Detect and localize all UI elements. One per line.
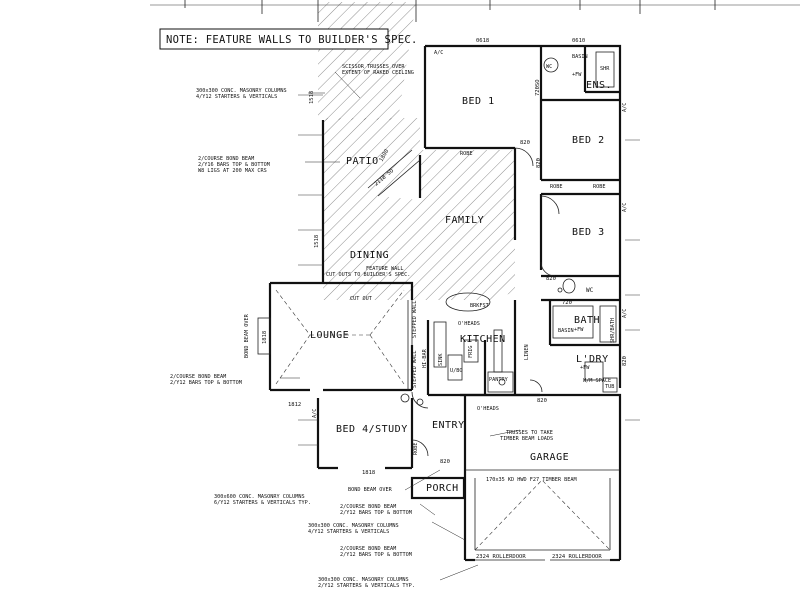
dim-720: 720	[562, 300, 572, 306]
door-swings	[400, 147, 560, 457]
lounge-roof-lines	[275, 289, 405, 385]
cut-out-label: CUT OUT	[350, 296, 372, 302]
callout-trusses: TRUSSES TO TAKE TIMBER BEAM LOADS	[500, 430, 556, 442]
room-bath: BATH	[574, 315, 600, 326]
callout-columns: 300x600 CONC. MASONRY COLUMNS 6/Y12 STAR…	[214, 494, 311, 506]
note-box	[159, 28, 389, 50]
room-ens: ENS.	[586, 80, 612, 91]
leader-lines	[280, 71, 521, 581]
ac-label: A/C	[312, 409, 318, 418]
shr-label: SHR	[600, 66, 610, 72]
callout-scissor-trusses: SCISSOR TRUSSES OVER EXTENT OF RAKED CEI…	[342, 64, 414, 76]
note-text: NOTE: FEATURE WALLS TO BUILDER'S SPEC.	[166, 34, 418, 46]
room-garage: GARAGE	[530, 452, 569, 463]
dim-820: 820	[622, 356, 628, 366]
raked-ceiling-hatching	[318, 2, 515, 300]
ubo-label: U/BO	[450, 368, 463, 374]
dim-1518: 1518	[309, 91, 315, 104]
oheads-label: O'HEADS	[477, 406, 499, 412]
ac-label: A/C	[434, 50, 443, 56]
wm-space-label: W/M SPACE	[583, 378, 611, 384]
room-bed3: BED 3	[572, 227, 605, 238]
top-border-ticks	[150, 0, 800, 22]
room-bed2: BED 2	[572, 135, 605, 146]
dim-1518: 1518	[314, 235, 320, 248]
robe-label: ROBE	[413, 443, 419, 456]
basin-label: BASIN	[558, 328, 574, 334]
dim-rollerdoor: 2324 ROLLERDOOR	[476, 554, 526, 560]
basin-label: BASIN	[572, 54, 588, 60]
room-porch: PORCH	[426, 483, 459, 494]
dim-820: 820	[440, 459, 450, 465]
callout-feature-wall: FEATURE WALL CUT OUTS TO BUILDER'S SPEC.	[326, 266, 410, 278]
kitchen-fixtures	[433, 292, 514, 393]
callout-bond-beam: 2/COURSE BOND BEAM 2/Y16 BARS TOP & BOTT…	[198, 156, 273, 174]
room-dining: DINING	[350, 250, 389, 261]
callout-timber-beam: 170x35 KD HWD F27 TIMBER BEAM	[486, 477, 577, 483]
dim-720so: 720SO	[535, 79, 541, 96]
bathroom-fixtures	[543, 51, 618, 393]
callout-bond-beam: 2/COURSE BOND BEAM 2/Y12 BARS TOP & BOTT…	[170, 374, 242, 386]
room-bed4: BED 4/STUDY	[336, 424, 408, 435]
tub-label: TUB	[605, 384, 614, 390]
ac-label: A/C	[622, 309, 628, 318]
callout-bond-beam-over: BOND BEAM OVER	[348, 487, 393, 493]
room-kitchen: KITCHEN	[460, 334, 506, 345]
brkfst-label: BRKFST	[470, 303, 489, 309]
robe-label: ROBE	[593, 184, 606, 190]
wc-label: WC	[546, 64, 552, 70]
frig-label: FRIG	[468, 346, 474, 359]
room-patio: PATIO	[346, 156, 379, 167]
sink-label: SINK	[438, 353, 444, 366]
callout-bond-beam: 2/COURSE BOND BEAM 2/Y12 BARS TOP & BOTT…	[340, 546, 412, 558]
room-ldry: L'DRY	[576, 354, 609, 365]
dim-820: 820	[520, 140, 530, 146]
lounge-bay	[257, 317, 271, 355]
dim-0610: 0610	[572, 38, 585, 44]
pantry-label: PANTRY	[489, 377, 509, 383]
stepped-wall-label: STEPPED WALL	[412, 301, 418, 338]
ac-label: A/C	[622, 203, 628, 212]
dim-1818: 1818	[262, 331, 268, 344]
callout-columns: 300x300 CONC. MASONRY COLUMNS 4/Y12 STAR…	[196, 88, 290, 100]
hi-bar-label: HI-BAR	[422, 348, 428, 368]
robe-label: ROBE	[550, 184, 563, 190]
dim-1818: 1818	[362, 470, 375, 476]
callout-columns: 300x300 CONC. MASONRY COLUMNS 4/Y12 STAR…	[308, 523, 402, 535]
fw-label: +FW	[580, 365, 590, 371]
room-entry: ENTRY	[432, 420, 465, 431]
dim-1812: 1812	[288, 402, 301, 408]
extension-lines	[298, 94, 640, 446]
fw-label: +FW	[572, 72, 582, 78]
callout-bond-beam-over: BOND BEAM OVER	[244, 313, 250, 358]
dim-820: 820	[536, 158, 542, 168]
room-family: FAMILY	[445, 215, 484, 226]
fw-label: +FW	[574, 327, 584, 333]
patio-angle	[367, 149, 421, 197]
shr-bath-label: SHR/BATH	[610, 318, 616, 343]
dim-820: 820	[537, 398, 547, 404]
dim-0618: 0618	[476, 38, 489, 44]
dim-1800: 1800	[379, 149, 391, 163]
dim-820: 820	[546, 276, 556, 282]
callout-bond-beam: 2/COURSE BOND BEAM 2/Y12 BARS TOP & BOTT…	[340, 504, 412, 516]
dim-rollerdoor: 2324 ROLLERDOOR	[552, 554, 602, 560]
ac-label: A/C	[622, 103, 628, 112]
room-lounge: LOUNGE	[310, 330, 349, 341]
walls	[268, 44, 622, 562]
linen-label: LINEN	[524, 344, 530, 360]
robe-label: ROBE	[460, 151, 473, 157]
stepped-wall-label: STEPPED WALL	[412, 351, 418, 388]
callout-columns: 300x300 CONC. MASONRY COLUMNS 2/Y12 STAR…	[318, 577, 415, 589]
oheads-label: O'HEADS	[458, 321, 480, 327]
stepped-walls	[407, 300, 413, 390]
wc-label: WC	[586, 287, 594, 294]
garage-structure	[465, 469, 620, 561]
room-bed1: BED 1	[462, 96, 495, 107]
